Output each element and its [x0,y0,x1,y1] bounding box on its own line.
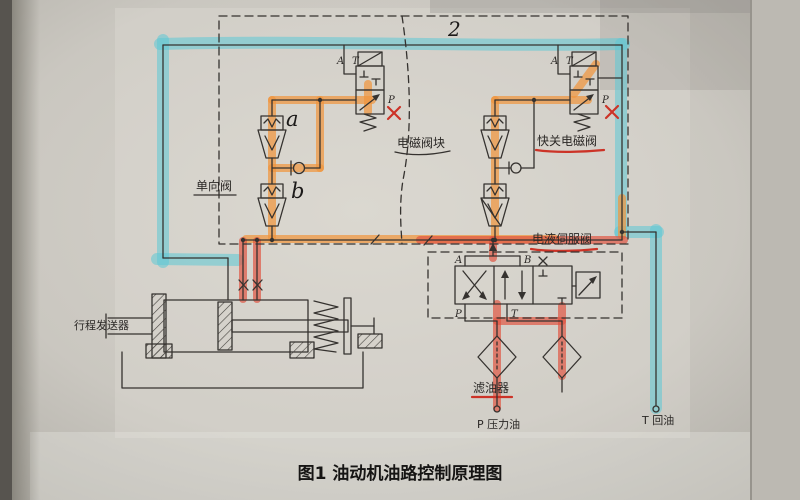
x-mark [538,256,548,266]
pilot-check-valve-middle [494,99,535,175]
spring-icon [359,113,377,132]
torque-motor-icon [575,271,601,299]
left-valve-port-a: A [336,56,344,67]
piston [217,301,233,351]
label-return-oil-port: T 回油 [641,413,674,427]
servo-port-p: P [454,309,462,320]
red-x-mark-right [604,104,620,120]
label-pressure-oil-port: P 压力油 [477,417,520,431]
left-solenoid-valve [271,44,385,132]
servo-port-a: A [454,255,462,266]
cartridge-valve-middle-top [480,115,510,185]
servo-valve-enclosure [427,251,623,319]
underline-solenoid-block [394,150,451,156]
label-quick-close-valve: 快关电磁阀 [537,133,597,148]
underline-servo-valve [529,247,599,252]
oil-filter-left [477,335,517,413]
underline-quick-close-valve [534,148,606,153]
servo-port-b: B [523,255,531,266]
servo-valve-symbol [454,239,601,337]
right-valve-port-t: T [566,56,574,67]
figure-caption: 图1 油动机油路控制原理图 [298,463,503,484]
handwritten-mark-a: a [286,107,299,131]
spring-icon [573,113,591,132]
left-valve-port-t: T [352,56,360,67]
piping-lines [162,44,657,407]
label-oil-filter: 滤油器 [473,381,509,395]
pilot-check-valve-left [271,99,321,176]
handwritten-mark-2: 2 [447,17,461,41]
handwritten-mark-b: b [291,179,304,203]
cartridge-valve-middle-bottom [480,183,510,241]
return-spring-icon [313,300,339,353]
right-valve-port-p: P [601,95,609,106]
right-valve-port-a: A [550,56,558,67]
stroke-transmitter-linkage [105,313,153,339]
block-divider-dashed-line [399,15,410,245]
ink-schematic [105,15,660,413]
diagram-labels: 电磁阀块 快关电磁阀 单向阀 电液伺服阀 行程发送器 滤油器 P 压力油 T 回… [74,17,674,484]
hydraulic-cylinder [105,293,383,389]
mounting-frame [121,351,364,389]
label-stroke-transmitter: 行程发送器 [74,318,129,332]
piston-rod [231,319,349,333]
servo-port-t: T [511,309,519,320]
solenoid-block-enclosure [218,15,629,245]
label-solenoid-block: 电磁阀块 [397,135,445,150]
cartridge-valve-a [257,115,287,185]
right-solenoid-valve [494,44,623,132]
label-servo-valve: 电液伺服阀 [532,231,592,246]
return-port-dot [652,405,660,413]
cartridge-valve-b [257,183,287,241]
pressure-port-dot [493,405,501,413]
label-check-valve: 单向阀 [196,178,232,193]
book-spine-shadow [0,0,12,500]
left-valve-port-p: P [387,95,395,106]
oil-filter-right [542,335,582,393]
junction-dots [240,97,625,243]
red-pen-marks [386,104,620,399]
red-x-mark-left [386,105,402,121]
